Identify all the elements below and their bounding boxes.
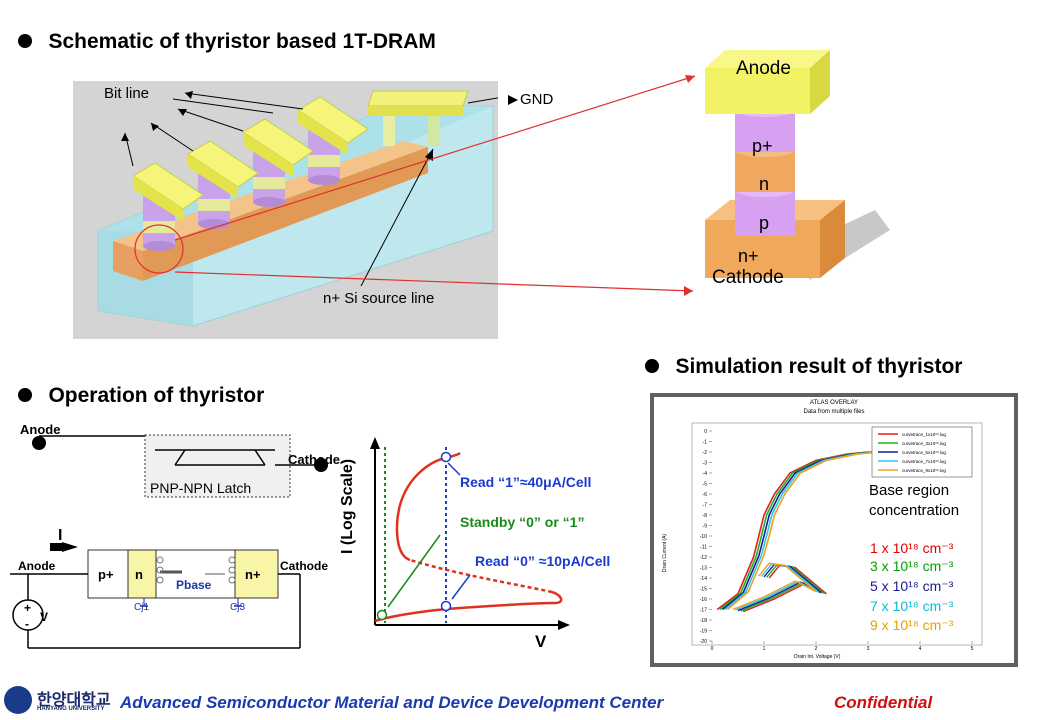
conc-heading-2: concentration	[869, 502, 960, 519]
sim-ylabel: Drain Current (A)	[662, 533, 668, 572]
sim-legend-label: curvetrace_3x10¹⁸.log	[902, 441, 946, 446]
stack-anode-label: Anode	[736, 58, 791, 79]
stack-p-label: p	[759, 213, 770, 233]
stack-p-plus-label: p+	[752, 136, 773, 156]
bullet-icon	[645, 359, 659, 373]
sim-y-tick-label: -8	[703, 513, 708, 519]
sim-y-tick-label: -4	[703, 471, 708, 477]
cj3-label: Cj3	[230, 602, 246, 613]
conc-3: 3 x 10¹⁸ cm⁻³	[870, 558, 954, 574]
sim-y-tick-label: -5	[703, 482, 708, 488]
iv-xlabel: V	[535, 632, 547, 651]
latch-circuit	[32, 434, 328, 498]
stack-cathode-label: Cathode	[712, 267, 784, 288]
bullet-icon	[18, 34, 32, 48]
conc-7: 7 x 10¹⁸ cm⁻³	[870, 598, 954, 614]
iv-ylabel: I (Log Scale)	[339, 458, 356, 554]
confidential-label: Confidential	[834, 693, 933, 712]
simulation-panel: ATLAS OVERLAY Data from multiple files 0…	[654, 397, 1014, 663]
sim-y-tick-label: -14	[700, 576, 707, 582]
device-n-label: n	[135, 567, 143, 582]
read0-label: Read “0” ≈10pA/Cell	[475, 553, 611, 569]
pbase-label: Pbase	[176, 578, 212, 592]
sim-y-tick-label: -12	[700, 555, 707, 561]
sim-xlabel: Drain Int. Voltage (V)	[794, 654, 841, 660]
center-name: Advanced Semiconductor Material and Devi…	[120, 693, 664, 712]
simulation-title: Simulation result of thyristor	[675, 355, 963, 378]
cj1-label: Cj1	[134, 602, 150, 613]
sim-y-tick-label: -16	[700, 597, 707, 603]
source-plus-label: +	[24, 601, 32, 615]
latch-cathode-label: Cathode	[288, 452, 340, 467]
sim-y-tick-label: -2	[703, 450, 708, 456]
sim-y-tick-label: -11	[700, 545, 707, 551]
device-circuit	[10, 542, 301, 649]
gnd-arrow-icon	[508, 95, 518, 105]
stack-n-plus-label: n+	[738, 246, 759, 266]
device-p-plus-label: p+	[98, 567, 114, 582]
sim-x-tick-label: 0	[711, 646, 714, 652]
sim-x-tick-label: 5	[971, 646, 974, 652]
sim-x-tick-label: 1	[763, 646, 766, 652]
sim-plot: 0 1 2 3 4 5 0 -1 -2 -3 -4 -5 -6 -7 -8 -9 -10 -11 -12 -13 -14…	[691, 422, 983, 652]
current-label: I	[58, 527, 63, 544]
iv-curve	[370, 437, 570, 630]
university-korean: 한양대학교	[37, 692, 111, 709]
sim-legend-label: curvetrace_7x10¹⁸.log	[902, 459, 946, 464]
university-logo-icon	[4, 686, 32, 714]
source-v-label: V	[40, 610, 49, 624]
sim-y-tick-label: 0	[704, 429, 707, 435]
sim-y-tick-label: -15	[700, 587, 707, 593]
operation-title: Operation of thyristor	[48, 384, 265, 407]
university-english: HANYANG UNIVERSITY	[37, 706, 105, 712]
device-anode-label: Anode	[18, 559, 56, 573]
sim-y-tick-label: -3	[703, 461, 708, 467]
device-cathode-label: Cathode	[280, 559, 328, 573]
device-stack: Anode p+ n p n+ Cathode	[700, 40, 900, 300]
gnd-label: GND	[520, 91, 554, 108]
schematic-title: Schematic of thyristor based 1T-DRAM	[48, 30, 436, 53]
bullet-icon	[18, 388, 32, 402]
sim-y-tick-label: -6	[703, 492, 708, 498]
sim-y-tick-label: -20	[700, 639, 707, 645]
sim-legend-label: curvetrace_1x10¹⁸.log	[902, 432, 946, 437]
bit-line-label: Bit line	[104, 85, 150, 102]
sim-curve	[727, 451, 879, 611]
device-stack-drawing	[705, 50, 890, 280]
conc-9: 9 x 10¹⁸ cm⁻³	[870, 617, 954, 633]
source-minus-label: -	[25, 617, 29, 631]
source-line-label: n+ Si source line	[323, 290, 435, 307]
sim-x-tick-label: 4	[919, 646, 922, 652]
conc-heading-1: Base region	[869, 482, 950, 499]
latch-name: PNP-NPN Latch	[150, 480, 252, 496]
sim-x-tick-label: 2	[815, 646, 818, 652]
sim-legend-label: curvetrace_5x10¹⁸.log	[902, 450, 946, 455]
conc-5: 5 x 10¹⁸ cm⁻³	[870, 578, 954, 594]
standby-label: Standby “0” or “1”	[460, 514, 585, 530]
sim-y-tick-label: -13	[700, 566, 707, 572]
stack-n-label: n	[759, 174, 770, 194]
section-simulation: Simulation result of thyristor	[645, 355, 962, 379]
sim-y-tick-label: -9	[703, 524, 708, 530]
section-operation: Operation of thyristor	[18, 384, 264, 408]
footer: 한양대학교 HANYANG UNIVERSITY Advanced Semico…	[0, 680, 1040, 720]
sim-title: ATLAS OVERLAY	[809, 400, 859, 406]
section-schematic: Schematic of thyristor based 1T-DRAM	[18, 30, 436, 54]
sim-y-tick-label: -10	[700, 534, 707, 540]
sim-legend-label: curvetrace_9x10¹⁸.log	[902, 468, 946, 473]
sim-y-tick-label: -18	[700, 618, 707, 624]
device-n-plus-label: n+	[245, 567, 261, 582]
latch-anode-label: Anode	[20, 422, 61, 437]
sim-y-tick-label: -19	[700, 629, 707, 635]
sim-y-tick-label: -7	[703, 503, 708, 509]
sim-x-tick-label: 3	[867, 646, 870, 652]
conc-1: 1 x 10¹⁸ cm⁻³	[870, 540, 954, 556]
read1-label: Read “1”≈40μA/Cell	[460, 474, 592, 490]
sim-y-tick-label: -17	[700, 608, 707, 614]
sim-y-tick-label: -1	[703, 440, 708, 446]
sim-subtitle: Data from multiple files	[803, 409, 865, 415]
sim-curve-return	[732, 562, 817, 611]
simulation-window: ATLAS OVERLAY Data from multiple files 0…	[650, 393, 1018, 667]
